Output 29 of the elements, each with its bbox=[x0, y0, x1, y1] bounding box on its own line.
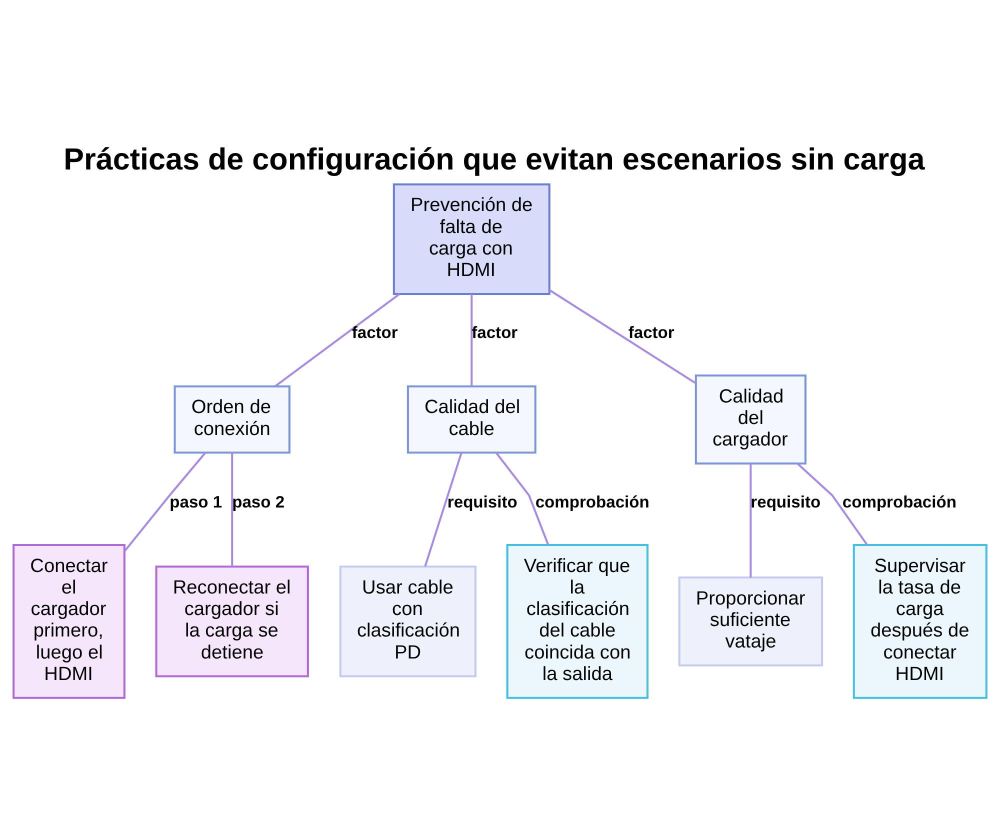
connector bbox=[424, 452, 462, 566]
connector bbox=[496, 452, 550, 545]
node-box: Proporcionar suficiente vataje bbox=[678, 576, 824, 666]
node-box: Supervisar la tasa de carga después de conectar HDMI bbox=[852, 543, 988, 698]
node-box: Calidad del cable bbox=[406, 384, 536, 454]
node-box: Calidad del cargador bbox=[694, 374, 806, 464]
edge-label: paso 2 bbox=[232, 492, 285, 511]
connector bbox=[274, 292, 400, 387]
edge-label: requisito bbox=[447, 492, 518, 511]
edge-label: factor bbox=[472, 322, 518, 342]
connector bbox=[548, 288, 696, 384]
node-box: Prevención de falta de carga con HDMI bbox=[392, 182, 550, 295]
node-box: Verificar que la clasificación del cable coincida con la salida bbox=[506, 543, 648, 698]
connector bbox=[750, 463, 752, 577]
diagram-title: Prácticas de configuración que evitan escenarios sin carga bbox=[64, 142, 925, 176]
connector bbox=[796, 462, 868, 545]
edge-label: paso 1 bbox=[170, 492, 222, 511]
edge-label: factor bbox=[352, 322, 398, 342]
connector bbox=[231, 452, 234, 566]
node-box: Usar cable con clasificación PD bbox=[339, 565, 476, 677]
edge-label: factor bbox=[628, 322, 674, 342]
edge-label: comprobación bbox=[535, 492, 650, 511]
edge-label: requisito bbox=[750, 492, 821, 511]
node-box: Orden de conexión bbox=[174, 384, 290, 454]
connector bbox=[124, 452, 206, 552]
connector bbox=[470, 294, 473, 386]
node-box: Reconectar el cargador si la carga se detiene bbox=[155, 565, 309, 677]
edge-label: comprobación bbox=[842, 492, 956, 511]
node-box: Conectar el cargador primero, luego el HDMI bbox=[12, 543, 126, 698]
